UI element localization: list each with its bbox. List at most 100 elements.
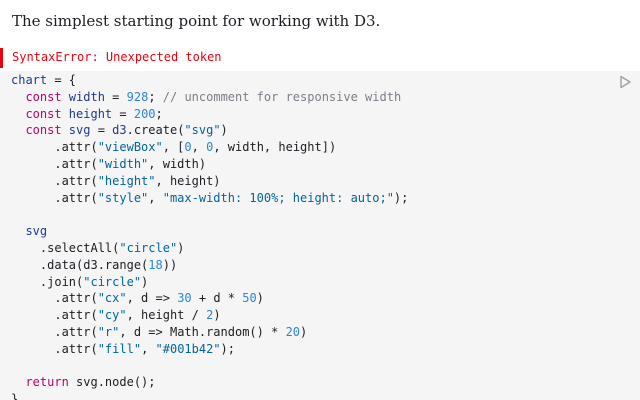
code-token: , height) xyxy=(155,173,221,188)
code-token: .attr( xyxy=(11,308,98,323)
code-token: // uncomment for responsive width xyxy=(162,89,402,104)
code-token: .attr( xyxy=(11,324,98,339)
code-token: "style" xyxy=(97,190,149,205)
code-token: 20 xyxy=(285,324,301,339)
error-message: SyntaxError: Unexpected token xyxy=(12,50,222,64)
code-token: "#001b42" xyxy=(155,341,221,356)
code-token: 2 xyxy=(206,308,214,323)
code-token: "circle" xyxy=(83,274,142,289)
code-line: .attr("height", height) xyxy=(11,173,408,190)
code-line: .attr("r", d => Math.random() * 20) xyxy=(11,324,408,341)
code-token: , xyxy=(148,190,163,205)
code-token: 200 xyxy=(133,106,156,121)
code-token: return xyxy=(25,375,69,390)
code-line: const width = 928; // uncomment for resp… xyxy=(11,89,408,106)
code-token: ) xyxy=(177,240,185,255)
code-token: 928 xyxy=(126,89,149,104)
code-token: svg xyxy=(11,224,48,239)
code-token: "fill" xyxy=(97,341,142,356)
code-token: "width" xyxy=(97,156,149,171)
code-token: } xyxy=(11,392,19,400)
code-token: ) xyxy=(300,324,308,339)
code-token: , xyxy=(141,341,156,356)
code-token: , xyxy=(191,140,207,155)
code-token xyxy=(11,123,25,137)
code-token: ) xyxy=(213,308,221,323)
code-token: , [ xyxy=(162,140,185,155)
code-token: "cx" xyxy=(97,291,127,306)
intro-text: The simplest starting point for working … xyxy=(12,12,381,30)
code-token: svg.node(); xyxy=(68,375,156,390)
code-token: = xyxy=(90,123,113,138)
code-token: 50 xyxy=(242,291,257,306)
code-token: 0 xyxy=(206,140,214,155)
code-token: const xyxy=(25,89,62,104)
code-line: .data(d3.range(18)) xyxy=(11,257,408,274)
code-token: = xyxy=(112,106,134,121)
code-token: const xyxy=(25,123,62,138)
code-token: ) xyxy=(220,123,228,138)
code-token: , d => Math.random() * xyxy=(119,324,286,339)
code-token: "cy" xyxy=(97,308,127,323)
code-token: width xyxy=(61,89,105,104)
code-token: .create( xyxy=(126,123,185,138)
play-outline-icon[interactable] xyxy=(618,75,632,89)
code-token: )) xyxy=(162,257,178,272)
code-token xyxy=(11,375,25,389)
code-line: .attr("cx", d => 30 + d * 50) xyxy=(11,290,408,307)
code-token: , width) xyxy=(148,156,207,171)
code-line: chart = { xyxy=(11,72,408,89)
code-token: .attr( xyxy=(11,156,98,171)
code-line: .attr("width", width) xyxy=(11,156,408,173)
code-token: = xyxy=(104,89,127,104)
code-content[interactable]: chart = { const width = 928; // uncommen… xyxy=(11,72,408,400)
code-line: .attr("style", "max-width: 100%; height:… xyxy=(11,190,408,207)
code-token: .attr( xyxy=(11,291,98,306)
code-token: chart xyxy=(11,73,48,87)
code-line: .attr("viewBox", [0, 0, width, height]) xyxy=(11,139,408,156)
code-line: .selectAll("circle") xyxy=(11,240,408,257)
code-token: const xyxy=(25,106,62,121)
code-token: "max-width: 100%; height: auto;" xyxy=(162,190,394,205)
code-token: + d * xyxy=(191,291,243,306)
code-token: "height" xyxy=(97,173,156,188)
code-token: ) xyxy=(141,274,149,289)
code-token: 0 xyxy=(184,140,192,155)
code-line: .attr("cy", height / 2) xyxy=(11,307,408,324)
code-token: ) xyxy=(256,291,264,306)
code-line: return svg.node(); xyxy=(11,374,408,391)
code-token: .attr( xyxy=(11,341,98,356)
code-line: const height = 200; xyxy=(11,106,408,123)
code-token: .attr( xyxy=(11,140,98,155)
code-line xyxy=(11,358,408,375)
code-token: ; xyxy=(148,89,163,104)
code-line: svg xyxy=(11,223,408,240)
code-token: "r" xyxy=(97,324,120,339)
code-line: } xyxy=(11,391,408,400)
code-token: 30 xyxy=(177,291,192,306)
code-token xyxy=(11,107,25,121)
code-editor[interactable]: chart = { const width = 928; // uncommen… xyxy=(0,71,640,400)
code-token: svg xyxy=(61,123,91,138)
code-token: d3 xyxy=(112,123,127,138)
code-token: 18 xyxy=(148,257,163,272)
code-line: .attr("fill", "#001b42"); xyxy=(11,341,408,358)
code-token: "viewBox" xyxy=(97,140,163,155)
code-token: , d => xyxy=(126,291,178,306)
code-token: = { xyxy=(47,73,77,87)
code-token: ; xyxy=(155,106,163,121)
code-token: ); xyxy=(220,341,235,356)
code-token xyxy=(11,90,25,104)
code-line: const svg = d3.create("svg") xyxy=(11,122,408,139)
code-token: "circle" xyxy=(119,240,178,255)
code-token: height xyxy=(61,106,113,121)
code-token: .attr( xyxy=(11,190,98,205)
code-token: "svg" xyxy=(184,123,221,138)
error-indicator-bar xyxy=(0,48,3,68)
code-token: ); xyxy=(393,190,409,205)
code-token: .selectAll( xyxy=(11,240,120,255)
code-token: .join( xyxy=(11,274,84,289)
code-token: , width, height]) xyxy=(213,140,337,155)
code-token: .attr( xyxy=(11,173,98,188)
code-line: .join("circle") xyxy=(11,274,408,291)
